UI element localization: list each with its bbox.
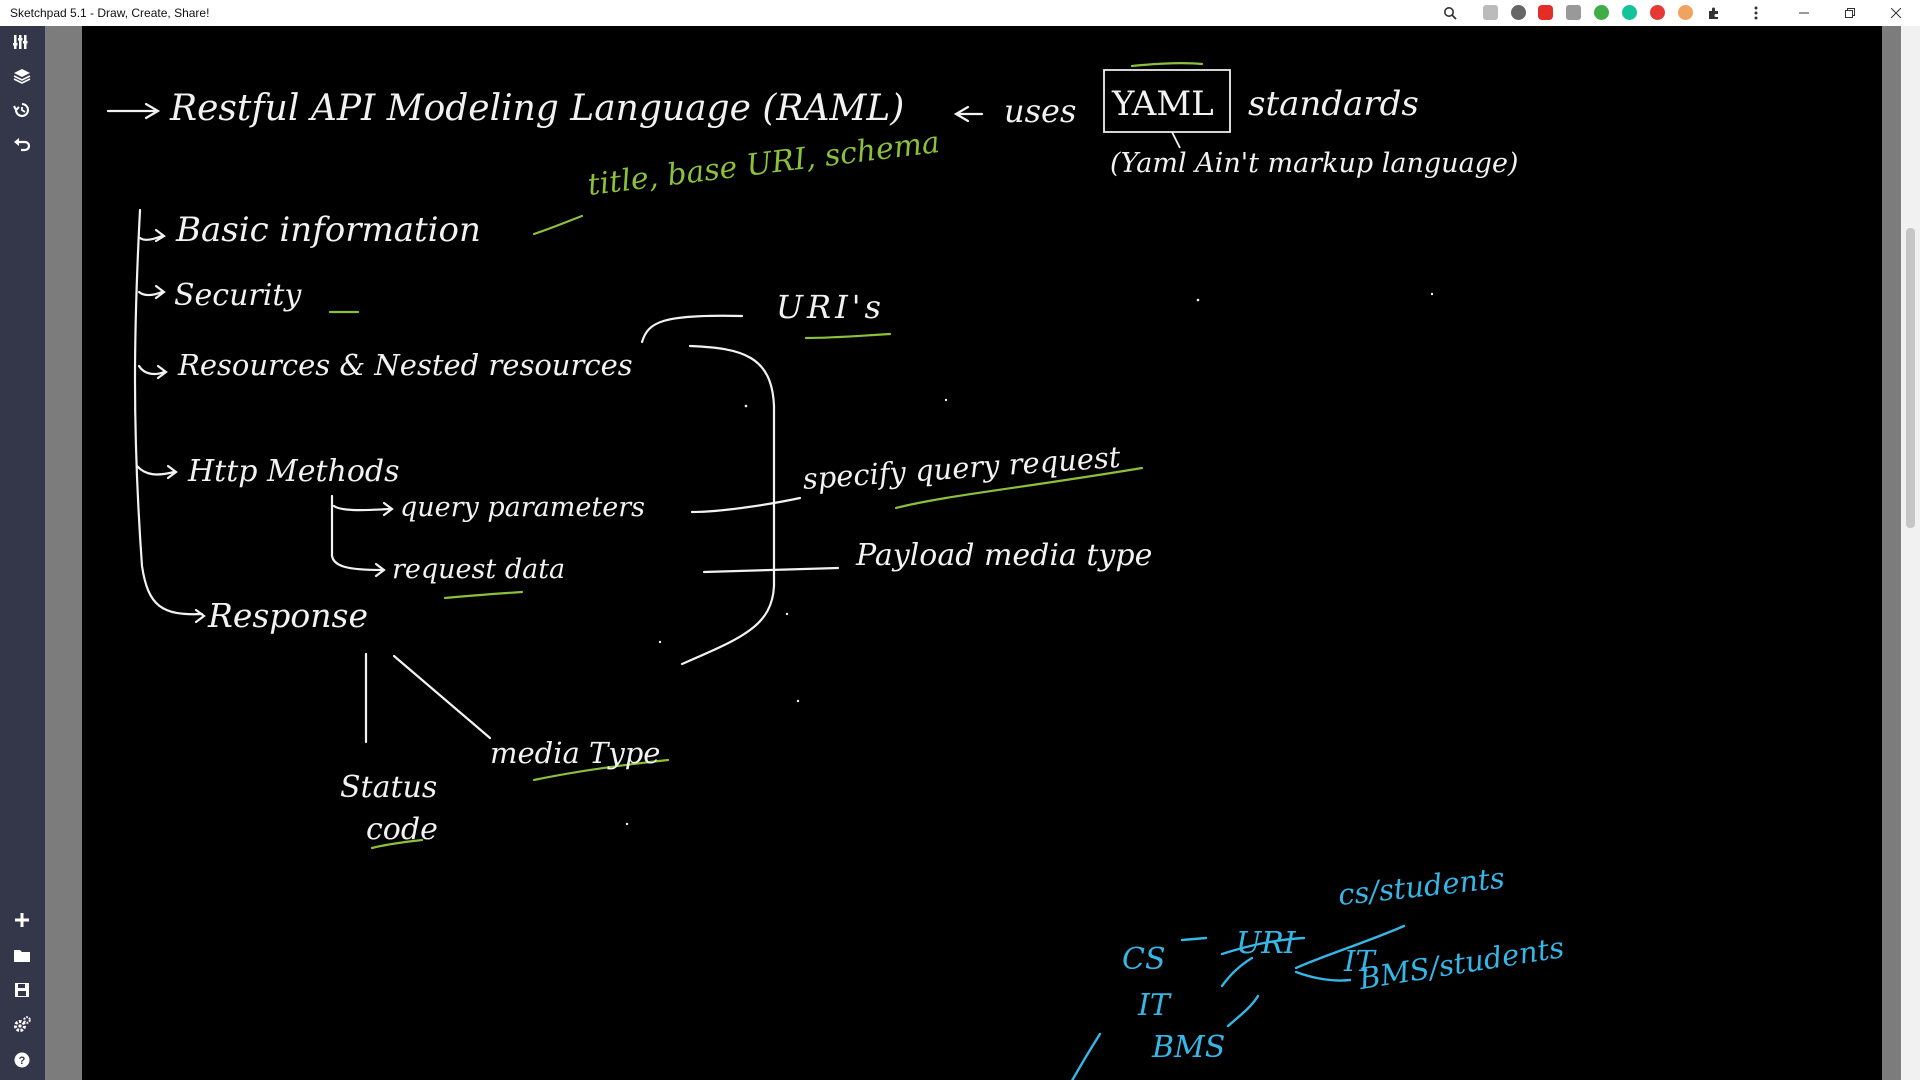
uris-label: URI's — [776, 288, 885, 326]
raml-heading: Restful API Modeling Language (RAML) — [170, 88, 905, 129]
ink-dots — [625, 292, 1434, 826]
media-type-label: media Type — [490, 736, 661, 770]
location-icon[interactable] — [1511, 5, 1526, 20]
code-label: code — [366, 812, 438, 847]
vertical-scrollbar[interactable] — [1901, 26, 1920, 1080]
add-icon[interactable] — [8, 906, 36, 934]
folder-icon[interactable] — [8, 941, 36, 969]
standards-label: standards — [1248, 84, 1419, 124]
it-label: IT — [1138, 988, 1170, 1023]
ink-strokes — [106, 62, 1434, 1080]
layers-icon[interactable] — [8, 62, 36, 90]
power-icon[interactable] — [1650, 5, 1665, 20]
yaml-expansion: (Yaml Ain't markup language) — [1110, 148, 1519, 179]
close-button[interactable] — [1873, 0, 1919, 26]
window-title: Sketchpad 5.1 - Draw, Create, Share! — [10, 6, 210, 20]
bms-label: BMS — [1152, 1030, 1226, 1065]
cs-label: CS — [1122, 942, 1166, 977]
screenshot-icon[interactable] — [1566, 5, 1581, 20]
extension-orange-icon[interactable] — [1678, 5, 1693, 20]
yaml-label: YAML — [1112, 84, 1214, 124]
uri-blue-label: URI — [1236, 926, 1296, 961]
resources-label: Resources & Nested resources — [178, 348, 633, 382]
undo-icon[interactable] — [8, 130, 36, 158]
zoom-icon[interactable] — [1441, 4, 1459, 22]
more-vert-icon[interactable] — [1747, 4, 1765, 22]
pen-icon[interactable] — [1594, 5, 1609, 20]
drawing-canvas[interactable]: Restful API Modeling Language (RAML) use… — [82, 26, 1882, 1080]
history-icon[interactable] — [8, 96, 36, 124]
save-icon[interactable] — [8, 976, 36, 1004]
basic-info-label: Basic information — [176, 210, 481, 250]
svg-text:?: ? — [19, 1055, 26, 1067]
grammarly-icon[interactable] — [1622, 5, 1637, 20]
tools-icon[interactable] — [8, 28, 36, 56]
help-icon[interactable]: ? — [8, 1046, 36, 1074]
youtube-icon[interactable] — [1538, 5, 1553, 20]
response-label: Response — [208, 596, 369, 635]
uses-label: uses — [1004, 92, 1077, 130]
puzzle-icon[interactable] — [1705, 4, 1723, 22]
it-blue-label: IT — [1344, 944, 1375, 978]
scroll-thumb[interactable] — [1906, 228, 1915, 528]
canvas-gutter-left — [45, 26, 82, 1080]
security-label: Security — [174, 278, 302, 313]
payload-note: Payload media type — [856, 538, 1153, 573]
tool-sidebar: ? — [0, 26, 45, 1080]
status-label: Status — [340, 770, 438, 805]
query-params-label: query parameters — [400, 492, 645, 523]
settings-icon[interactable] — [8, 1011, 36, 1039]
request-data-label: request data — [392, 554, 566, 585]
minimize-button[interactable] — [1781, 0, 1827, 26]
restore-button[interactable] — [1827, 0, 1873, 26]
title-bar: Sketchpad 5.1 - Draw, Create, Share! — [0, 0, 1920, 27]
http-methods-label: Http Methods — [188, 454, 400, 489]
extension-icon[interactable] — [1483, 5, 1498, 20]
